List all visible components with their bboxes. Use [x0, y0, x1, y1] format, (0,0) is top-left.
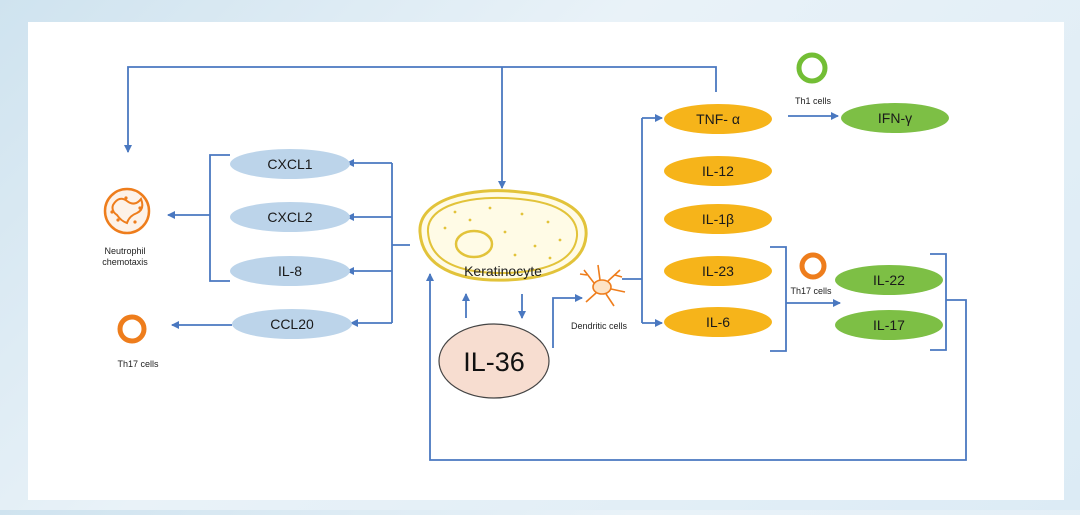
- label-cxcl2: CXCL2: [267, 209, 312, 225]
- connector-lines: [124, 66, 967, 461]
- bracket-il22-il17: [930, 253, 947, 351]
- label-tnf: TNF- α: [696, 111, 740, 127]
- label-th1: Th1 cells: [795, 96, 832, 106]
- node-ifn: [841, 103, 949, 133]
- label-il12: IL-12: [702, 163, 734, 179]
- th17-left-ring-icon: [117, 314, 147, 344]
- node-il23: [664, 256, 772, 286]
- node-cxcl1: [230, 149, 350, 179]
- label-cxcl1: CXCL1: [267, 156, 312, 172]
- keratinocyte-cell-icon: [418, 189, 588, 282]
- label-neutrophil-2: chemotaxis: [102, 257, 148, 267]
- label-il23: IL-23: [702, 263, 734, 279]
- bracket-chemokines: [209, 154, 230, 282]
- label-il1b: IL-1β: [702, 211, 734, 227]
- label-ifn: IFN-γ: [878, 110, 912, 126]
- dendritic-cell-icon: [579, 264, 626, 307]
- node-ccl20: [232, 309, 352, 339]
- node-il6: [664, 307, 772, 337]
- arrow-il36-to-dendritic: [552, 294, 583, 348]
- neutrophil-icon: [103, 187, 151, 235]
- th1-ring-icon: [796, 52, 828, 84]
- label-th17-right: Th17 cells: [790, 286, 832, 296]
- node-cxcl2: [230, 202, 350, 232]
- label-il8: IL-8: [278, 263, 302, 279]
- label-il22: IL-22: [873, 272, 905, 288]
- node-il22: [835, 265, 943, 295]
- bracket-il23-il6: [770, 246, 787, 352]
- label-th17-left: Th17 cells: [117, 359, 159, 369]
- cytokine-group: TNF- α IL-12 IL-1β IL-23 IL-6: [664, 104, 772, 337]
- label-il17: IL-17: [873, 317, 905, 333]
- arrow-tnf-to-neutrophil: [124, 66, 717, 153]
- label-neutrophil-1: Neutrophil: [104, 246, 145, 256]
- label-il36: IL-36: [463, 347, 525, 377]
- label-ccl20: CCL20: [270, 316, 314, 332]
- node-il36: [438, 323, 550, 399]
- node-il1b: [664, 204, 772, 234]
- label-dendritic: Dendritic cells: [571, 321, 628, 331]
- node-il8: [230, 256, 350, 286]
- th17-right-ring-icon: [799, 252, 827, 280]
- label-il6: IL-6: [706, 314, 730, 330]
- node-tnf: [664, 104, 772, 134]
- label-keratinocyte: Keratinocyte: [464, 263, 542, 279]
- chemokine-group: CXCL1 CXCL2 IL-8 CCL20: [230, 149, 352, 339]
- node-il12: [664, 156, 772, 186]
- node-il17: [835, 310, 943, 340]
- arrow-feedback-to-keratinocyte: [426, 273, 967, 461]
